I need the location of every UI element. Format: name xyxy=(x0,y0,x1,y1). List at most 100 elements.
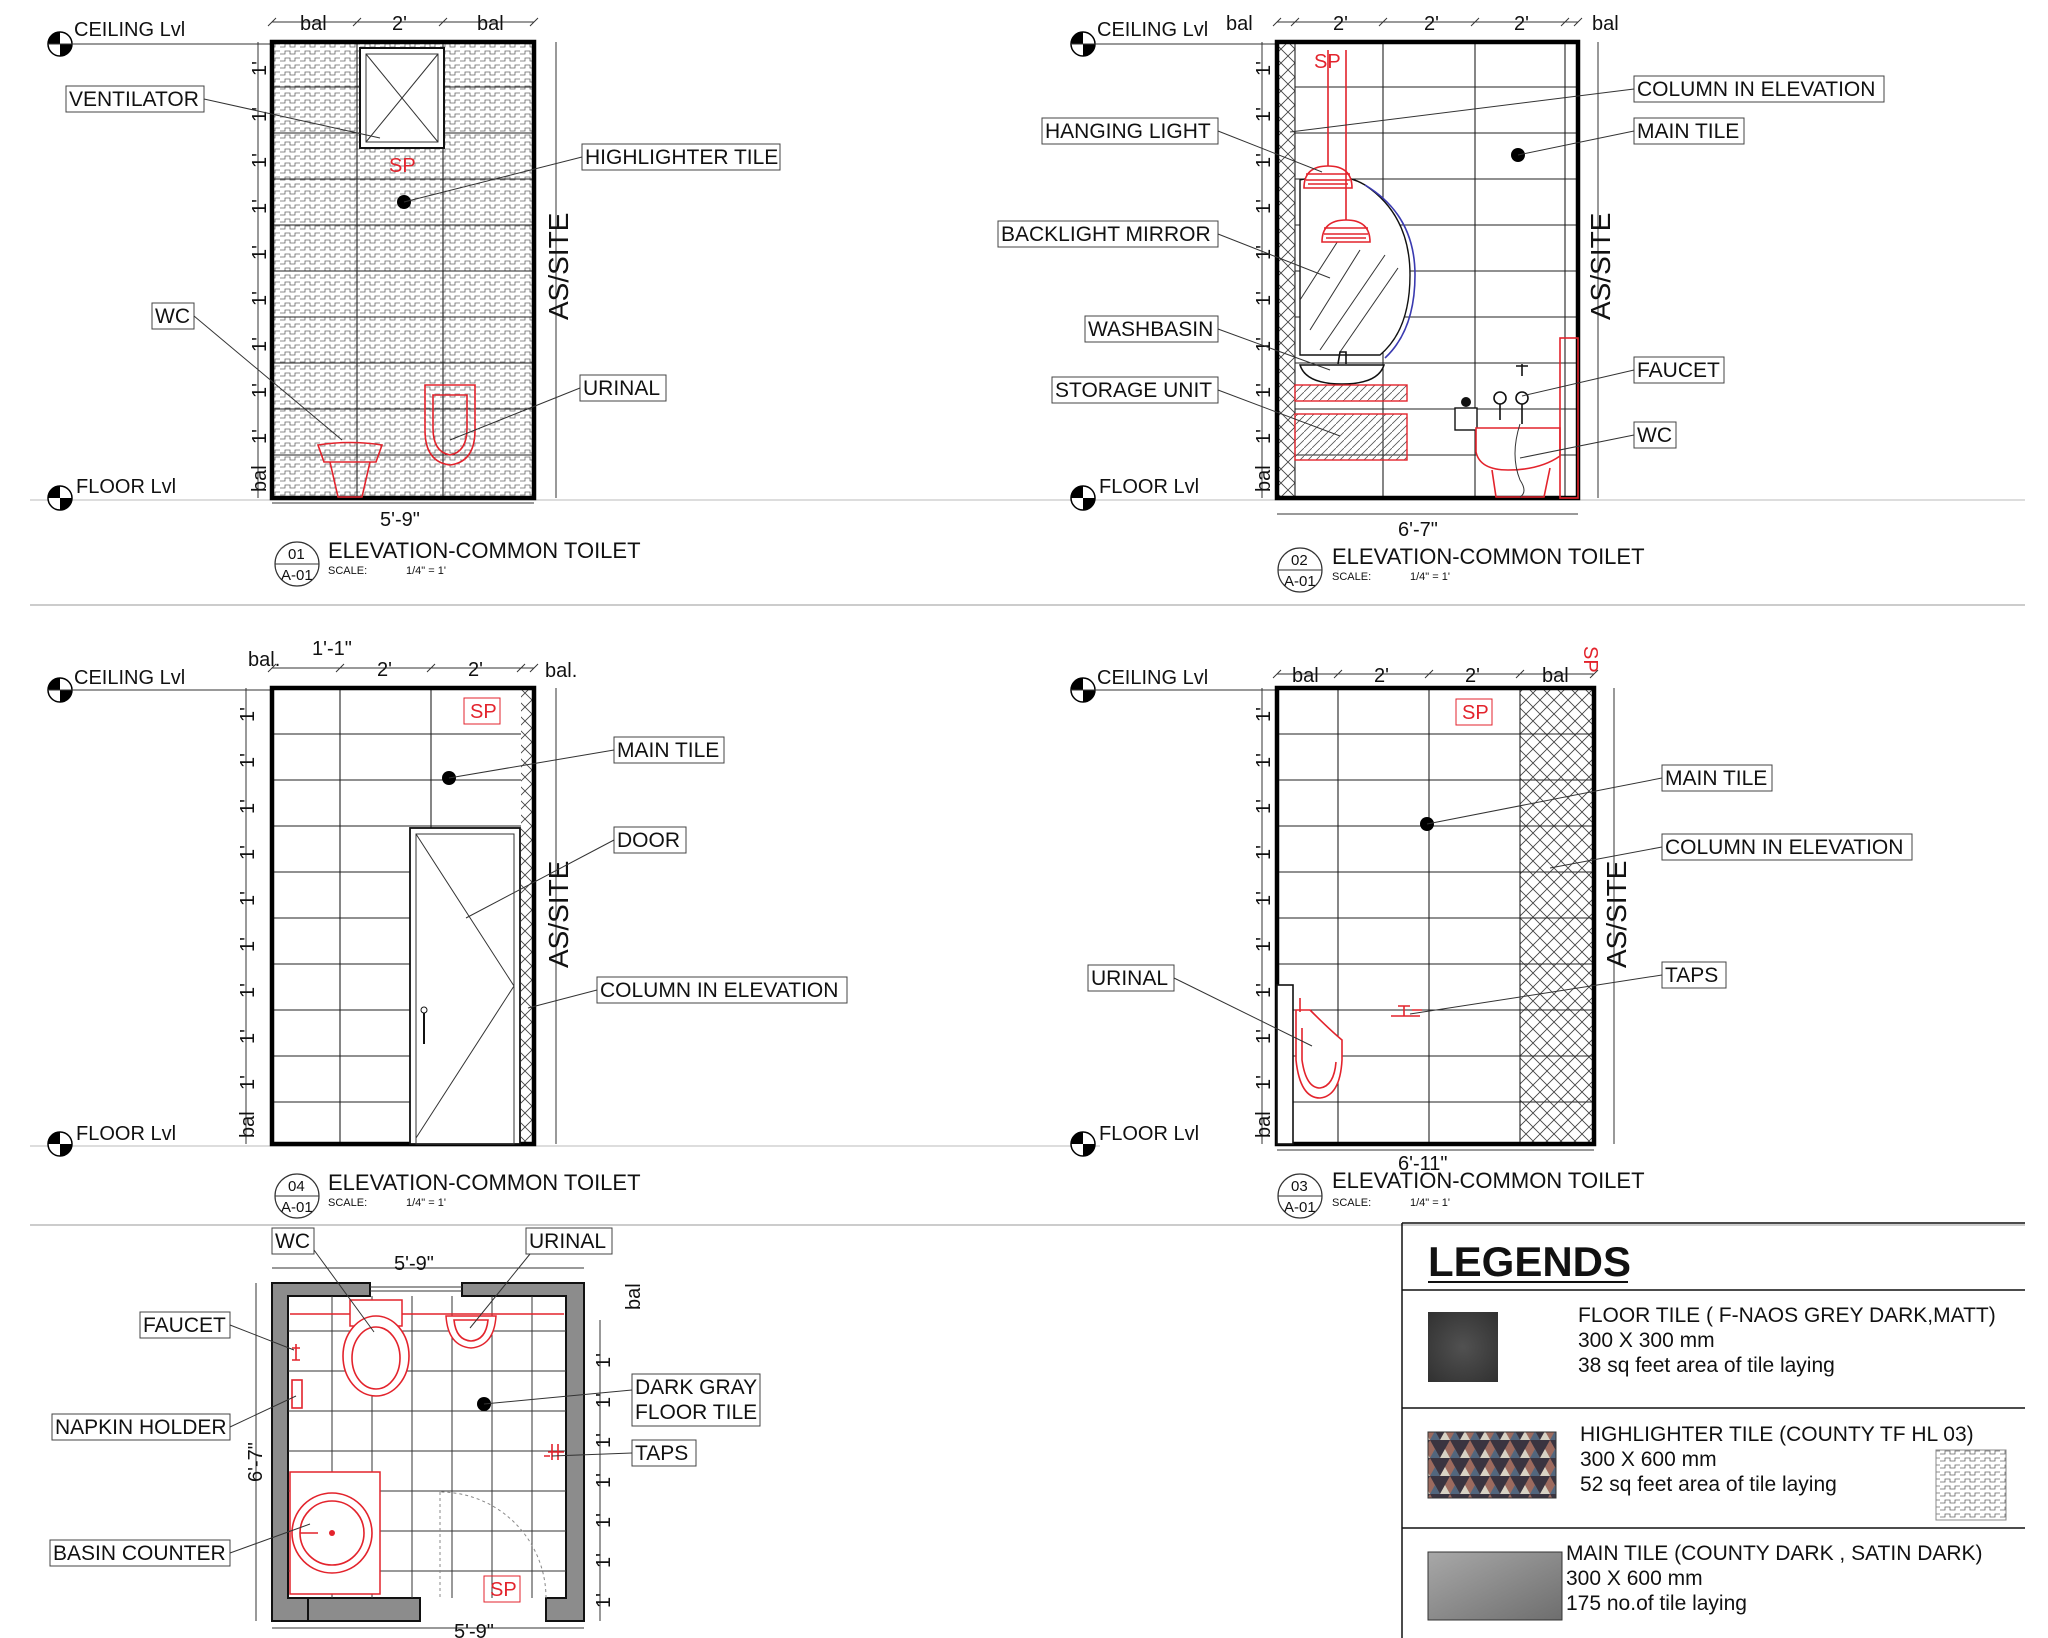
callout-backlight-mirror: BACKLIGHT MIRROR xyxy=(997,220,1331,279)
ceiling-level-marker: CEILING Lvl xyxy=(47,19,270,57)
svg-text:1': 1' xyxy=(237,707,259,722)
callout-wc: WC xyxy=(151,302,343,441)
svg-text:1': 1' xyxy=(237,937,259,952)
legend-heading: LEGENDS xyxy=(1428,1238,1631,1285)
main-tile-swatch xyxy=(1427,1551,1563,1621)
legend-item-floor-tile: FLOOR TILE ( F-NAOS GREY DARK,MATT) 300 … xyxy=(1428,1304,1996,1382)
wall-outline xyxy=(1274,39,1581,501)
svg-text:COLUMN IN ELEVATION: COLUMN IN ELEVATION xyxy=(1637,78,1875,101)
width-dimension: 6'-7" xyxy=(1398,519,1438,541)
svg-text:1': 1' xyxy=(1253,845,1275,860)
svg-text:1': 1' xyxy=(593,1353,615,1368)
svg-text:MAIN TILE (COUNTY DARK , SATIN: MAIN TILE (COUNTY DARK , SATIN DARK) xyxy=(1566,1542,1983,1565)
svg-text:SCALE:: SCALE: xyxy=(1332,1197,1371,1209)
svg-text:WC: WC xyxy=(155,305,190,328)
storage-unit xyxy=(1294,384,1408,461)
svg-text:FAUCET: FAUCET xyxy=(143,1314,226,1337)
svg-text:1': 1' xyxy=(1253,61,1275,76)
backlight-mirror xyxy=(1299,175,1416,359)
hanging-light xyxy=(1303,50,1371,243)
left-dimension-chain: 1' 1' 1' 1' 1' 1' 1' 1' 1' bal xyxy=(237,688,259,1144)
svg-text:bal.: bal. xyxy=(248,649,280,671)
svg-text:38 sq feet area of tile laying: 38 sq feet area of tile laying xyxy=(1578,1354,1835,1377)
svg-text:02: 02 xyxy=(1291,552,1308,569)
svg-text:2': 2' xyxy=(1514,13,1529,35)
svg-text:1': 1' xyxy=(593,1433,615,1448)
svg-text:300 X 600 mm: 300 X 600 mm xyxy=(1566,1567,1703,1590)
wc-plan xyxy=(342,1299,410,1397)
as-site-label: AS/SITE xyxy=(543,861,574,968)
svg-text:03: 03 xyxy=(1291,1178,1308,1195)
callout-urinal: URINAL xyxy=(1087,964,1313,1047)
dim-bal: bal xyxy=(477,13,504,35)
svg-text:1/4" = 1': 1/4" = 1' xyxy=(406,565,446,577)
faucet-plan xyxy=(292,1344,300,1361)
urinal-plan xyxy=(445,1315,497,1349)
elevation-04: CEILING Lvl FLOOR Lvl SP xyxy=(47,638,848,1219)
svg-text:bal: bal xyxy=(249,465,271,492)
wc-fixture xyxy=(316,441,384,498)
floor-level-marker: FLOOR Lvl xyxy=(47,1123,176,1157)
svg-text:bal: bal xyxy=(1253,1111,1275,1138)
svg-text:COLUMN IN ELEVATION: COLUMN IN ELEVATION xyxy=(1665,836,1903,859)
svg-text:bal.: bal. xyxy=(545,660,577,682)
callout-hanging-light: HANGING LIGHT xyxy=(1041,117,1323,173)
svg-text:A-01: A-01 xyxy=(281,1199,313,1216)
svg-text:1': 1' xyxy=(249,199,271,214)
svg-text:175 no.of tile laying: 175 no.of tile laying xyxy=(1566,1592,1747,1615)
ceiling-level-marker: CEILING Lvl xyxy=(1070,667,1275,703)
svg-text:A-01: A-01 xyxy=(1284,573,1316,590)
svg-text:ELEVATION-COMMON TOILET: ELEVATION-COMMON TOILET xyxy=(1332,544,1645,569)
sp-marker: SP xyxy=(1462,702,1489,724)
ceiling-level-label: CEILING Lvl xyxy=(74,19,185,41)
svg-text:FLOOR Lvl: FLOOR Lvl xyxy=(1099,476,1199,498)
svg-text:HIGHLIGHTER TILE: HIGHLIGHTER TILE xyxy=(585,146,778,169)
elevation-01: CEILING Lvl FLOOR Lvl SP xyxy=(47,13,781,587)
svg-text:300 X 600 mm: 300 X 600 mm xyxy=(1580,1448,1717,1471)
svg-text:1': 1' xyxy=(249,291,271,306)
right-dimension-chain: bal 1' 1' 1' 1' 1' 1' 1' xyxy=(593,1283,645,1621)
callout-main-tile: MAIN TILE xyxy=(1426,764,1773,825)
svg-text:1': 1' xyxy=(1253,107,1275,122)
svg-text:300 X 300 mm: 300 X 300 mm xyxy=(1578,1329,1715,1352)
svg-text:1': 1' xyxy=(1253,799,1275,814)
urinal-fixture xyxy=(424,384,476,466)
highlighter-pattern-swatch xyxy=(1935,1449,2007,1521)
svg-text:1': 1' xyxy=(593,1593,615,1608)
dim-1ft-1in: 1'-1" xyxy=(312,638,352,660)
width-dimension: 5'-9" xyxy=(380,509,420,531)
callout-wc: WC xyxy=(271,1227,375,1333)
svg-text:bal: bal xyxy=(237,1111,259,1138)
svg-text:bal: bal xyxy=(1253,465,1275,492)
svg-text:01: 01 xyxy=(288,546,305,563)
title-block: 03 A-01 ELEVATION-COMMON TOILET SCALE: 1… xyxy=(1277,1168,1645,1219)
as-site-label: AS/SITE xyxy=(1585,213,1616,320)
svg-text:1/4" = 1': 1/4" = 1' xyxy=(1410,571,1450,583)
svg-text:FLOOR TILE ( F-NAOS GREY DARK,: FLOOR TILE ( F-NAOS GREY DARK,MATT) xyxy=(1578,1304,1996,1327)
svg-text:1/4" = 1': 1/4" = 1' xyxy=(1410,1197,1450,1209)
floor-level-label: FLOOR Lvl xyxy=(76,476,176,498)
svg-text:DOOR: DOOR xyxy=(617,829,680,852)
svg-text:1': 1' xyxy=(1253,383,1275,398)
callout-basin-counter: BASIN COUNTER xyxy=(49,1523,311,1567)
floor-level-marker: FLOOR Lvl xyxy=(47,476,176,511)
svg-text:URINAL: URINAL xyxy=(1091,967,1168,990)
ceiling-level-marker: CEILING Lvl xyxy=(1070,19,1275,57)
callout-column: COLUMN IN ELEVATION xyxy=(1549,833,1913,869)
svg-text:1': 1' xyxy=(593,1513,615,1528)
washbasin xyxy=(1298,351,1386,385)
svg-text:1': 1' xyxy=(237,753,259,768)
legend-item-main-tile: MAIN TILE (COUNTY DARK , SATIN DARK) 300… xyxy=(1427,1542,1983,1621)
svg-text:1': 1' xyxy=(1253,753,1275,768)
svg-text:1': 1' xyxy=(237,891,259,906)
svg-text:WASHBASIN: WASHBASIN xyxy=(1088,318,1213,341)
plan-bottom-dimension: 5'-9" xyxy=(454,1621,494,1638)
svg-text:1': 1' xyxy=(249,429,271,444)
svg-text:1': 1' xyxy=(1253,429,1275,444)
wall-outline xyxy=(269,685,537,1147)
svg-text:FLOOR TILE: FLOOR TILE xyxy=(635,1401,757,1424)
callout-column: COLUMN IN ELEVATION xyxy=(527,976,848,1009)
svg-text:MAIN TILE: MAIN TILE xyxy=(1665,767,1767,790)
dim-2ft: 2' xyxy=(392,13,407,35)
svg-text:URINAL: URINAL xyxy=(583,377,660,400)
